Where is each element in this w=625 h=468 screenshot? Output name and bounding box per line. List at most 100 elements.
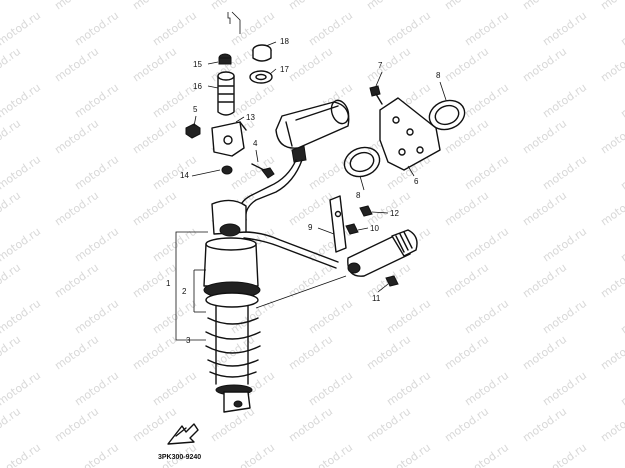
watermark-text: motod.ru — [540, 9, 589, 49]
part-6-bracket — [379, 97, 441, 171]
part-18-cap — [252, 44, 272, 62]
hose-lower — [243, 231, 339, 269]
watermark-text: motod.ru — [306, 369, 355, 409]
watermark-text: motod.ru — [286, 0, 335, 12]
watermark-text: motod.ru — [442, 45, 491, 85]
watermark-text: motod.ru — [384, 9, 433, 49]
watermark-text: motod.ru — [364, 405, 413, 445]
callout-9: 9 — [308, 223, 313, 232]
watermark-text: motod.ru — [618, 9, 625, 49]
watermark-text: motod.ru — [130, 0, 179, 12]
watermark-text: motod.ru — [130, 45, 179, 85]
callout-6: 6 — [414, 177, 419, 186]
callout-16: 16 — [193, 82, 202, 91]
watermark-text: motod.ru — [540, 297, 589, 337]
watermark-text: motod.ru — [150, 81, 199, 121]
watermark-text: motod.ru — [286, 45, 335, 85]
watermark-text: motod.ru — [286, 405, 335, 445]
watermark-text: motod.ru — [208, 0, 257, 12]
callout-14: 14 — [180, 171, 189, 180]
watermark-text: motod.ru — [130, 189, 179, 229]
watermark-text: motod.ru — [462, 369, 511, 409]
watermark-text: motod.ru — [384, 441, 433, 468]
callout-13: 13 — [246, 113, 255, 122]
watermark-text: motod.ru — [598, 45, 625, 85]
watermark-text: motod.ru — [364, 189, 413, 229]
callout-12: 12 — [390, 209, 399, 218]
watermark-text: motod.ru — [52, 0, 101, 12]
watermark-text: motod.ru — [442, 333, 491, 373]
watermark-text: motod.ru — [130, 261, 179, 301]
part-11-bolt — [385, 275, 399, 287]
watermark-text: motod.ru — [618, 153, 625, 193]
callout-8-lower: 8 — [356, 191, 361, 200]
watermark-text: motod.ru — [306, 441, 355, 468]
leader-lines — [191, 11, 447, 309]
watermark-text: motod.ru — [618, 297, 625, 337]
watermark-text: motod.ru — [364, 45, 413, 85]
watermark-text: motod.ru — [0, 45, 23, 85]
watermark-text: motod.ru — [442, 261, 491, 301]
watermark-text: motod.ru — [72, 441, 121, 468]
watermark-text: motod.ru — [52, 189, 101, 229]
watermark-text: motod.ru — [442, 189, 491, 229]
callout-5: 5 — [193, 105, 198, 114]
part-15-cap — [218, 53, 232, 65]
figure-code: 3PK300-9240 — [158, 454, 201, 461]
reservoir-tank — [275, 99, 350, 163]
watermark-text: motod.ru — [52, 45, 101, 85]
part-10-nut — [345, 223, 359, 235]
part-8-band-upper — [428, 99, 466, 131]
watermark-text: motod.ru — [598, 189, 625, 229]
watermark-text: motod.ru — [72, 225, 121, 265]
watermark-text: motod.ru — [228, 9, 277, 49]
shock-absorber — [203, 199, 261, 413]
watermark-text: motod.ru — [0, 153, 43, 193]
watermark-text: motod.ru — [72, 369, 121, 409]
watermark-text: motod.ru — [228, 441, 277, 468]
watermark-text: motod.ru — [130, 333, 179, 373]
watermark-text: motod.ru — [520, 405, 569, 445]
watermark-text: motod.ru — [0, 405, 23, 445]
watermark-text: motod.ru — [52, 333, 101, 373]
watermark-text: motod.ru — [364, 333, 413, 373]
callout-11: 11 — [372, 294, 381, 303]
bracket-lines-1-2-3 — [175, 231, 208, 341]
watermark-text: motod.ru — [540, 369, 589, 409]
callout-17: 17 — [280, 65, 289, 74]
watermark-text: motod.ru — [520, 0, 569, 12]
watermark-text: motod.ru — [462, 153, 511, 193]
callout-1: 1 — [166, 279, 171, 288]
watermark-text: motod.ru — [150, 153, 199, 193]
watermark-text: motod.ru — [520, 261, 569, 301]
part-7-bolt — [369, 85, 383, 105]
part-8-band-lower — [343, 146, 381, 178]
watermark-text: motod.ru — [150, 9, 199, 49]
front-arrow-icon — [167, 423, 199, 445]
part-4-bolt — [251, 163, 275, 179]
watermark-text: motod.ru — [150, 225, 199, 265]
watermark-text: motod.ru — [52, 117, 101, 157]
callout-4: 4 — [253, 139, 258, 148]
part-14-nut — [221, 165, 233, 175]
watermark-text: motod.ru — [598, 261, 625, 301]
watermark-text: motod.ru — [598, 0, 625, 12]
watermark-text: motod.ru — [442, 405, 491, 445]
watermark-text: motod.ru — [364, 0, 413, 12]
watermark-text: motod.ru — [0, 333, 23, 373]
watermark-text: motod.ru — [618, 81, 625, 121]
watermark-text: motod.ru — [540, 225, 589, 265]
watermark-text: motod.ru — [540, 81, 589, 121]
callout-15: 15 — [193, 60, 202, 69]
watermark-text: motod.ru — [598, 333, 625, 373]
callout-18: 18 — [280, 37, 289, 46]
watermark-text: motod.ru — [540, 153, 589, 193]
watermark-text: motod.ru — [72, 9, 121, 49]
callout-8-upper: 8 — [436, 71, 441, 80]
watermark-text: motod.ru — [384, 297, 433, 337]
watermark-text: motod.ru — [384, 369, 433, 409]
callout-2: 2 — [182, 287, 187, 296]
part-13-bracket — [211, 121, 247, 157]
watermark-text: motod.ru — [540, 441, 589, 468]
watermark-text: motod.ru — [0, 117, 23, 157]
